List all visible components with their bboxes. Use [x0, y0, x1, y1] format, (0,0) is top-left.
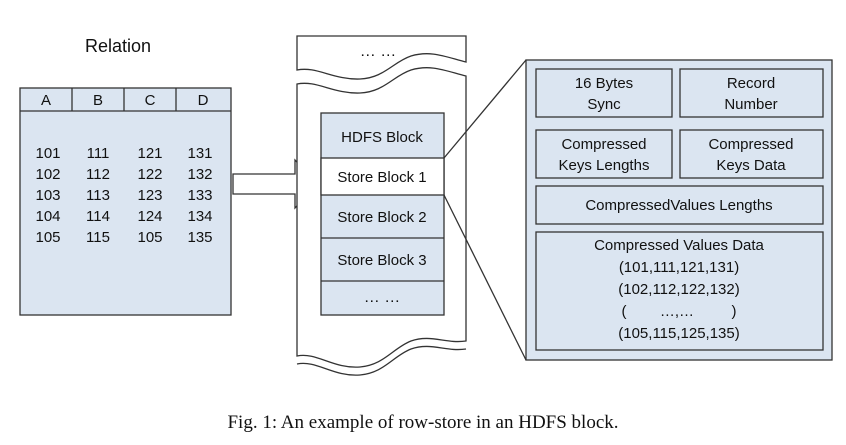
- keys-lengths-line1: Compressed: [561, 136, 646, 153]
- relation-cell: 114: [86, 208, 110, 225]
- values-data-row: ( …,… ): [621, 303, 736, 320]
- relation-header-a: A: [41, 92, 51, 109]
- sync-label-line1: 16 Bytes: [575, 75, 633, 92]
- relation-cell: 105: [137, 229, 162, 246]
- relation-cell: 105: [35, 229, 60, 246]
- relation-cell: 104: [35, 208, 60, 225]
- store-block-3-label: Store Block 3: [337, 252, 426, 269]
- zoom-line-bottom: [443, 194, 527, 361]
- relation-cell: 133: [187, 187, 212, 204]
- relation-cell: 115: [86, 229, 110, 246]
- relation-cell: 102: [35, 166, 60, 183]
- relation-cell: 101: [35, 145, 60, 162]
- values-data-title: Compressed Values Data: [594, 237, 764, 254]
- relation-cell: 122: [137, 166, 162, 183]
- relation-header-d: D: [198, 92, 209, 109]
- relation-cell: 131: [187, 145, 212, 162]
- values-data-row: (105,115,125,135): [618, 325, 740, 342]
- sync-box: [535, 68, 673, 118]
- store-block-1-highlight: [320, 157, 445, 196]
- values-lengths-box: [535, 185, 824, 225]
- relation-cell: 123: [137, 187, 162, 204]
- hdfs-top-ellipsis: … …: [360, 43, 396, 60]
- record-label-line2: Number: [724, 96, 777, 113]
- relation-cell: 124: [137, 208, 162, 225]
- relation-cell: 134: [187, 208, 212, 225]
- hdfs-block-label: HDFS Block: [341, 129, 423, 146]
- hdfs-top-strip: [296, 35, 467, 80]
- relation-header-c: C: [145, 92, 156, 109]
- sync-label-line2: Sync: [587, 96, 621, 113]
- record-label-line1: Record: [727, 75, 775, 92]
- relation-title: Relation: [85, 36, 151, 56]
- keys-data-line1: Compressed: [708, 136, 793, 153]
- keys-lengths-box: [535, 129, 673, 179]
- values-data-row: (101,111,121,131): [619, 259, 739, 276]
- zoom-line-top: [443, 59, 527, 159]
- record-number-box: [679, 68, 824, 118]
- values-data-row: (102,112,122,132): [618, 281, 740, 298]
- relation-header-b: B: [93, 92, 103, 109]
- relation-cell: 132: [187, 166, 212, 183]
- relation-cell: 111: [87, 145, 110, 162]
- keys-data-line2: Keys Data: [716, 157, 786, 174]
- store-block-1-label: Store Block 1: [337, 169, 426, 186]
- values-lengths-label: CompressedValues Lengths: [585, 197, 772, 214]
- relation-cell: 135: [187, 229, 212, 246]
- relation-cell: 112: [86, 166, 110, 183]
- relation-cell: 121: [137, 145, 162, 162]
- keys-lengths-line2: Keys Lengths: [559, 157, 650, 174]
- figure-caption: Fig. 1: An example of row-store in an HD…: [227, 412, 618, 433]
- store-block-2-label: Store Block 2: [337, 209, 426, 226]
- hdfs-bottom-tail: [296, 345, 467, 376]
- relation-table: [19, 87, 232, 316]
- keys-data-box: [679, 129, 824, 179]
- relation-cell: 103: [35, 187, 60, 204]
- stack-ellipsis: … …: [364, 289, 400, 306]
- values-data-box: [535, 231, 824, 351]
- relation-cell: 113: [86, 187, 110, 204]
